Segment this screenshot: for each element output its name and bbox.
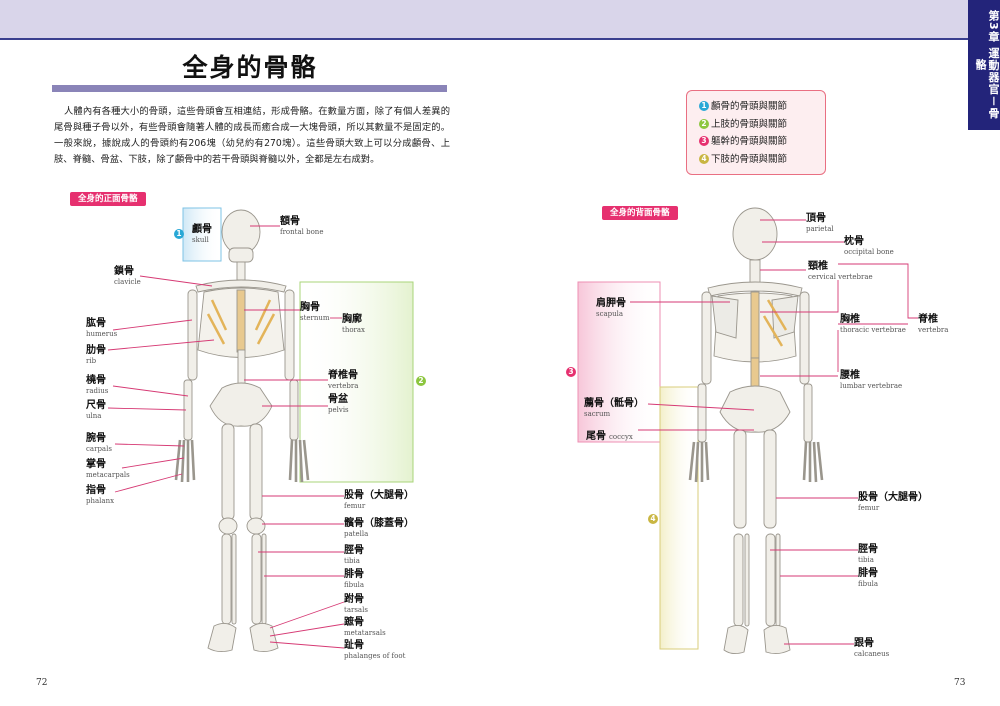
page-title: 全身的骨骼 bbox=[182, 53, 318, 82]
number-3-icon: 3 bbox=[699, 136, 709, 146]
group-number-4-icon: 4 bbox=[648, 514, 658, 524]
front-skeleton bbox=[174, 209, 310, 653]
label-femur-back: 股骨（大腿骨）femur bbox=[858, 492, 928, 512]
back-leader-lines bbox=[630, 219, 918, 645]
number-4-icon: 4 bbox=[699, 153, 709, 164]
header-rule bbox=[0, 38, 968, 40]
label-femur-front: 股骨（大腿骨）femur bbox=[344, 490, 414, 510]
label-sacrum: 薦骨（骶骨）sacrum bbox=[584, 398, 644, 418]
number-2-icon: 2 bbox=[699, 118, 709, 129]
back-section-label: 全身的背面骨骼 bbox=[602, 206, 678, 220]
chapter-tab[interactable]: 第3章 運動器官－骨骼 bbox=[968, 0, 1000, 130]
page-number-right: 73 bbox=[954, 678, 966, 688]
title-underline bbox=[52, 85, 447, 92]
skull-group-box bbox=[182, 207, 222, 262]
lower-limb-group-box bbox=[659, 386, 699, 650]
trunk-group-box bbox=[577, 281, 661, 443]
group-number-2-icon: 2 bbox=[416, 376, 426, 386]
front-section-label: 全身的正面骨骼 bbox=[70, 192, 146, 206]
back-skeleton bbox=[688, 207, 824, 655]
page-number-left: 72 bbox=[36, 678, 48, 688]
group-number-3-icon: 3 bbox=[566, 367, 576, 377]
header-band bbox=[0, 0, 968, 38]
label-patella: 髕骨（膝蓋骨）patella bbox=[344, 518, 414, 538]
intro-paragraph: 人體內有各種大小的骨頭，這些骨頭會互相連結，形成骨骼。在數量方面，除了有個人差異… bbox=[54, 106, 450, 165]
front-leader-lines bbox=[107, 225, 345, 649]
upper-limb-group-box bbox=[299, 281, 414, 483]
group-number-1-icon: 1 bbox=[174, 229, 184, 239]
number-1-icon: 1 bbox=[699, 101, 709, 111]
